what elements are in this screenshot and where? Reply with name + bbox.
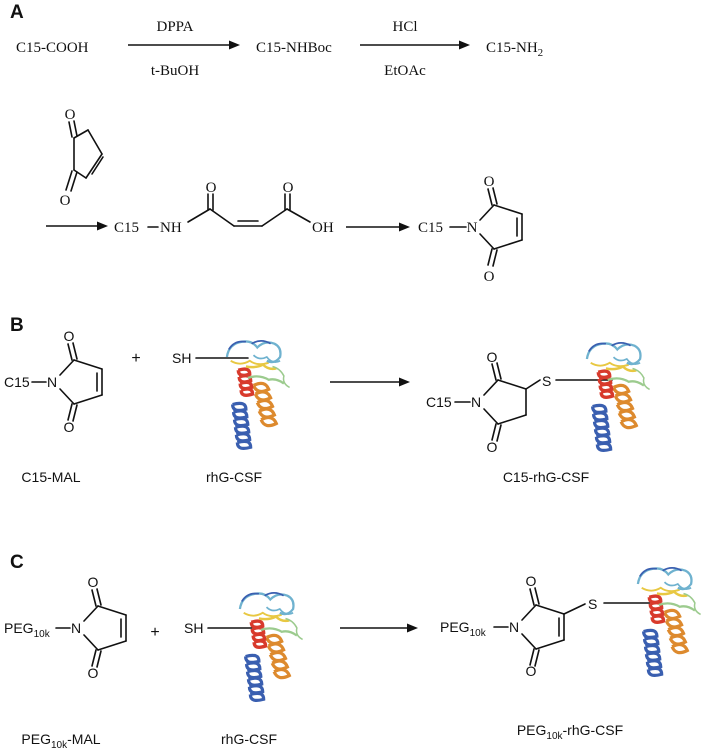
a-amide-oh: OH: [312, 220, 334, 236]
panel-label-a: A: [10, 2, 24, 23]
b-thiol-sh: SH: [172, 350, 191, 366]
a-maleimide-ring: [479, 187, 523, 267]
c-caption-peg-mal: PEG10k-MAL: [21, 731, 100, 750]
c-arrow-head: [407, 623, 418, 633]
a-arrow-2-head: [459, 40, 470, 50]
a-reagent-dppa: DPPA: [157, 19, 194, 35]
a-arrow-4-head: [399, 222, 410, 232]
a-reagent-o2: O: [60, 193, 71, 209]
a-arrow-3-head: [97, 221, 108, 231]
b-arrow-head: [399, 377, 410, 387]
b-product-n: N: [471, 394, 481, 410]
c-product-s: S: [588, 596, 597, 612]
b-mal-o-top: O: [64, 328, 75, 344]
a-reagent-tbuoh: t-BuOH: [151, 63, 200, 79]
b-product-protein: [585, 341, 652, 453]
a-reagent-cyclopentenedione: [65, 120, 104, 192]
b-product-o-bottom: O: [487, 439, 498, 455]
a-c15-nh2: C15-NH2: [486, 40, 543, 59]
panel-label-c: C: [10, 552, 24, 573]
a-reagent-etoac: EtOAc: [384, 63, 426, 79]
b-plus: +: [131, 350, 140, 367]
c-product-peg: PEG10k: [440, 619, 487, 639]
c-product-n: N: [509, 619, 519, 635]
a-maleimide-o-bottom: O: [484, 269, 495, 285]
b-product-c15: C15: [426, 394, 452, 410]
c-thiol-sh: SH: [184, 620, 203, 636]
c-protein-rhgcsf: [238, 591, 305, 703]
c-product-cs-bond: [563, 603, 586, 615]
b-product-o-top: O: [487, 349, 498, 365]
c-product-o-top: O: [526, 573, 537, 589]
a-amide-o1: O: [206, 180, 217, 196]
c-mal-peg: PEG10k: [4, 620, 51, 640]
b-mal-c15: C15: [4, 374, 30, 390]
a-amide-c15: C15: [114, 220, 139, 236]
a-reagent-hcl: HCl: [392, 19, 417, 35]
a-arrow-1-head: [229, 40, 240, 50]
b-maleimide-ring: [59, 342, 103, 422]
c-product-ring: [521, 587, 565, 667]
c-caption-peg-rhgcsf: PEG10k-rhG-CSF: [517, 722, 623, 742]
a-c15-nhboc: C15-NHBoc: [256, 40, 332, 56]
a-amide-o2: O: [283, 180, 294, 196]
a-maleimide-c15: C15: [418, 220, 443, 236]
b-product-cs-bond: [525, 379, 541, 390]
b-product-s: S: [542, 373, 551, 389]
b-caption-c15-rhgcsf: C15-rhG-CSF: [503, 469, 589, 485]
b-mal-o-bottom: O: [64, 419, 75, 435]
b-protein-rhgcsf: [225, 339, 292, 451]
b-caption-c15-mal: C15-MAL: [21, 469, 80, 485]
c-mal-o-top: O: [88, 574, 99, 590]
a-maleimide-n: N: [467, 220, 478, 236]
a-maleimide-o-top: O: [484, 174, 495, 190]
b-mal-n: N: [47, 374, 57, 390]
c-mal-n: N: [71, 620, 81, 636]
b-caption-rhgcsf: rhG-CSF: [206, 469, 262, 485]
panel-label-b: B: [10, 315, 24, 336]
c-plus: +: [150, 624, 159, 641]
c-mal-o-bottom: O: [88, 665, 99, 681]
c-product-o-bottom: O: [526, 663, 537, 679]
c-caption-rhgcsf: rhG-CSF: [221, 731, 277, 747]
c-product-protein: [636, 566, 703, 678]
c-maleimide-ring: [83, 588, 127, 668]
b-succinimide-ring: [483, 362, 527, 442]
a-amide-nh: NH: [160, 220, 182, 236]
a-c15-cooh: C15-COOH: [16, 40, 89, 56]
a-maleamic-acid-chain: [187, 193, 311, 227]
a-reagent-o1: O: [65, 107, 76, 123]
